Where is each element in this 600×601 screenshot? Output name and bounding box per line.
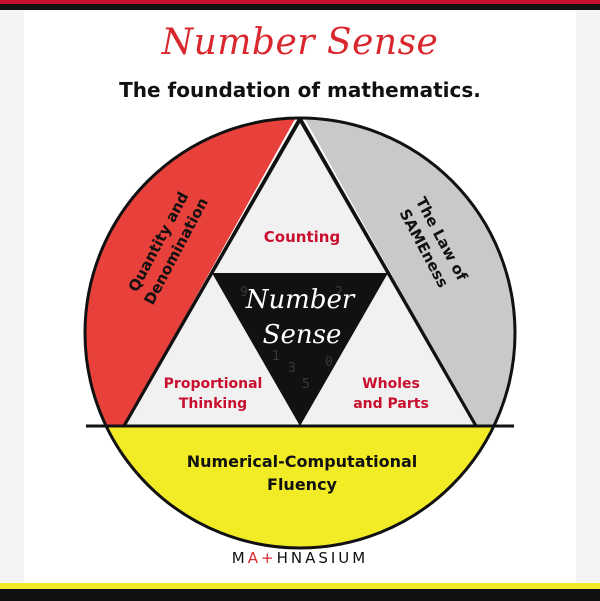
svg-text:5: 5	[302, 377, 310, 392]
bottom-segment-line1: Numerical-Computational	[187, 452, 418, 471]
bottom-segment-line2: Fluency	[267, 475, 338, 494]
svg-text:0: 0	[325, 355, 333, 370]
brand-logo: MA+HNASIUM	[0, 549, 600, 567]
svg-text:9: 9	[240, 285, 248, 300]
top-accent-bar	[0, 0, 600, 4]
page-title: Number Sense	[161, 22, 439, 63]
wholes-label-line1: Wholes	[362, 376, 420, 392]
proportional-label-line2: Thinking	[179, 396, 247, 412]
bottom-segment-yellow	[85, 426, 515, 548]
svg-text:1: 1	[272, 349, 280, 364]
svg-text:3: 3	[288, 361, 296, 376]
center-title-line1: Number	[245, 285, 356, 315]
brand-post: HNASIUM	[276, 549, 369, 567]
left-divider-line	[122, 117, 302, 427]
outer-circle	[83, 116, 517, 550]
center-digit-texture: 9 2 3 0 5 1	[240, 285, 343, 392]
proportional-label-line1: Proportional	[164, 376, 263, 392]
bottom-border-bar	[0, 589, 600, 601]
center-triangle	[212, 273, 388, 426]
brand-pre: M	[231, 549, 248, 567]
top-border-bar	[0, 4, 600, 10]
center-title-line2: Sense	[263, 320, 342, 350]
counting-label: Counting	[264, 228, 340, 246]
svg-text:2: 2	[335, 285, 343, 300]
brand-mark: A+	[247, 549, 277, 567]
wholes-label-line2: and Parts	[353, 396, 429, 412]
page-subtitle: The foundation of mathematics.	[119, 78, 481, 102]
bottom-accent-bar	[0, 583, 600, 589]
right-divider-line	[298, 117, 478, 427]
